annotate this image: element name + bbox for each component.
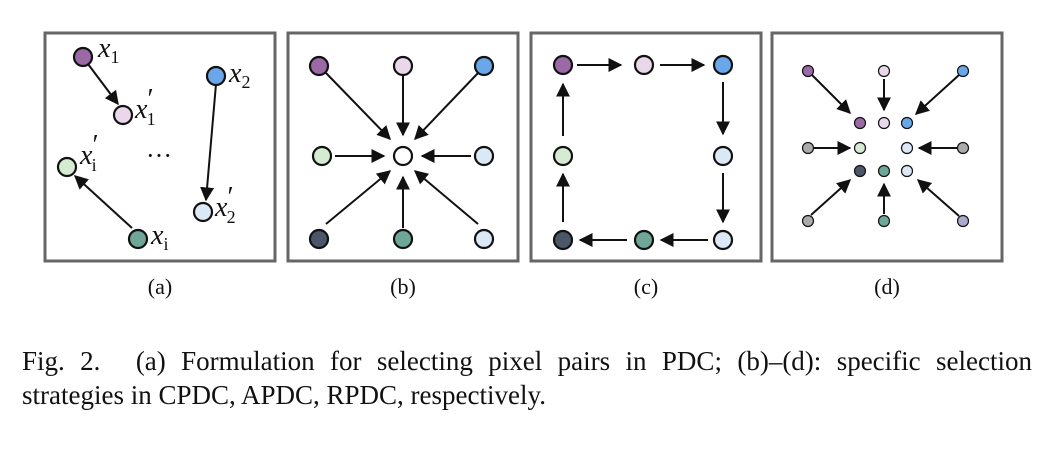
panel-b-frame — [286, 31, 520, 263]
label-x1: x1 — [97, 33, 119, 67]
node-d-outer-sw — [801, 214, 815, 228]
node-d-inner-nw — [853, 116, 867, 130]
node-d-inner-se — [900, 164, 914, 178]
node-c-top-mid — [633, 54, 655, 76]
node-d-inner-n — [877, 116, 891, 130]
label-x2p: x′2 — [214, 182, 236, 227]
arrow-b-se — [413, 170, 479, 225]
node-d-inner-w — [853, 141, 867, 155]
arrow-d-nw — [810, 73, 851, 114]
node-d-outer-nw — [801, 64, 815, 78]
arrow-b-sw — [325, 170, 392, 225]
arrow-b-ne — [414, 72, 479, 141]
node-d-outer-n — [877, 64, 891, 78]
node-x2 — [205, 65, 227, 87]
label-x1p: x′1 — [134, 84, 156, 129]
panel-d — [801, 64, 970, 228]
label-x2: x2 — [228, 58, 250, 92]
node-b-n — [392, 55, 414, 77]
panel-c-label: (c) — [633, 274, 659, 299]
node-c-top-left — [552, 54, 574, 76]
node-b-w — [311, 145, 333, 167]
arrow-xi-to-xip — [73, 175, 133, 229]
panel-a-frame — [43, 31, 277, 263]
node-c-bottom-mid — [633, 229, 655, 251]
panel-c-frame — [529, 31, 763, 263]
node-xi — [127, 228, 149, 250]
figure-number: Fig. 2. — [22, 346, 101, 376]
panel-a-label: (a) — [147, 274, 173, 299]
node-x1 — [72, 46, 94, 68]
arrow-d-ne — [914, 74, 960, 115]
node-xip — [56, 156, 78, 178]
node-b-e — [473, 145, 495, 167]
panel-b — [308, 55, 495, 250]
node-b-ne — [473, 55, 495, 77]
node-x1p — [112, 104, 134, 126]
node-c-bottom-left — [552, 229, 574, 251]
arrow-b-nw — [325, 72, 391, 141]
arrow-x2-to-x2p — [200, 83, 217, 202]
node-b-sw — [308, 228, 330, 250]
node-x2p — [192, 201, 214, 223]
node-d-inner-s — [877, 164, 891, 178]
figure-diagram: x1 x′1 x2 x′2 xi x′i ··· — [43, 31, 1004, 263]
panel-d-label: (d) — [874, 274, 900, 299]
node-c-bottom-right — [712, 229, 734, 251]
node-d-outer-ne — [956, 64, 970, 78]
node-d-inner-ne — [900, 116, 914, 130]
arrow-d-sw — [810, 179, 852, 216]
figure-caption: Fig. 2. (a) Formulation for selecting pi… — [22, 344, 1032, 412]
label-xip: x′i — [79, 130, 99, 175]
node-d-outer-w — [801, 141, 815, 155]
node-d-inner-sw — [853, 164, 867, 178]
panel-b-label: (b) — [390, 274, 416, 299]
panel-d-frame — [770, 31, 1004, 263]
node-d-outer-s — [877, 214, 891, 228]
node-c-mid-left — [552, 145, 574, 167]
node-b-se — [473, 228, 495, 250]
node-b-nw — [308, 55, 330, 77]
node-c-top-right — [712, 54, 734, 76]
arrow-x1-to-x1p — [87, 63, 119, 106]
caption-text: (a) Formulation for selecting pixel pair… — [22, 346, 1032, 410]
panel-a: x1 x′1 x2 x′2 xi x′i ··· — [56, 33, 250, 254]
node-d-outer-se — [956, 214, 970, 228]
figure-2: x1 x′1 x2 x′2 xi x′i ··· — [43, 31, 1004, 299]
node-b-s — [392, 228, 414, 250]
ellipsis: ··· — [146, 141, 172, 170]
label-xi: xi — [150, 220, 168, 254]
panel-c — [552, 54, 734, 251]
node-d-outer-e — [956, 141, 970, 155]
node-d-inner-e — [900, 141, 914, 155]
node-c-mid-right — [712, 145, 734, 167]
arrow-d-se — [916, 179, 960, 217]
node-b-center — [392, 145, 414, 167]
